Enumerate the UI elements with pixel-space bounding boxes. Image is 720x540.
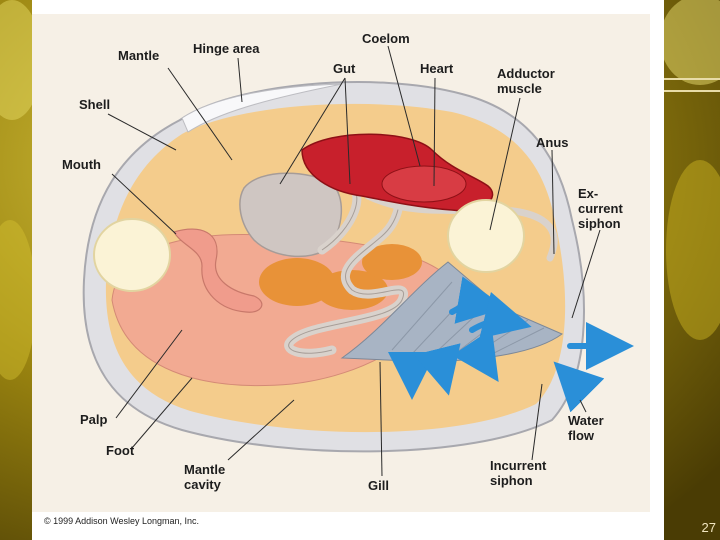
- label-foot: Foot: [106, 443, 135, 458]
- palp: [173, 228, 263, 313]
- label-hinge-area: Hinge area: [193, 41, 260, 56]
- water-flow-arrows: [387, 276, 634, 413]
- slide-number: 27: [701, 520, 716, 535]
- copyright-notice: © 1999 Addison Wesley Longman, Inc.: [44, 516, 200, 526]
- label-heart: Heart: [420, 61, 454, 76]
- label-mouth: Mouth: [62, 157, 101, 172]
- label-mantle: Mantle: [118, 48, 160, 63]
- leader-lines: [107, 45, 601, 477]
- anterior-adductor-muscle: [93, 218, 171, 292]
- posterior-adductor-muscle: [447, 199, 525, 273]
- label-anus: Anus: [536, 135, 569, 150]
- label-incurrent-siphon: Incurrent siphon: [490, 458, 547, 488]
- clam-anatomy-illustration: [32, 14, 650, 512]
- figure-panel: Mantle Hinge area Coelom Gut Heart Adduc…: [32, 0, 664, 540]
- label-excurrent-siphon: Ex- current siphon: [578, 186, 623, 231]
- label-gut: Gut: [333, 61, 356, 76]
- label-water-flow: Water flow: [568, 413, 604, 443]
- heart-ventricle: [381, 165, 467, 203]
- label-adductor-muscle: Adductor muscle: [497, 66, 555, 96]
- label-coelom: Coelom: [362, 31, 410, 46]
- label-gill: Gill: [368, 478, 389, 493]
- hinge-area: [181, 83, 343, 133]
- label-shell: Shell: [79, 97, 111, 112]
- label-mantle-cavity: Mantle cavity: [184, 462, 226, 492]
- label-palp: Palp: [80, 412, 108, 427]
